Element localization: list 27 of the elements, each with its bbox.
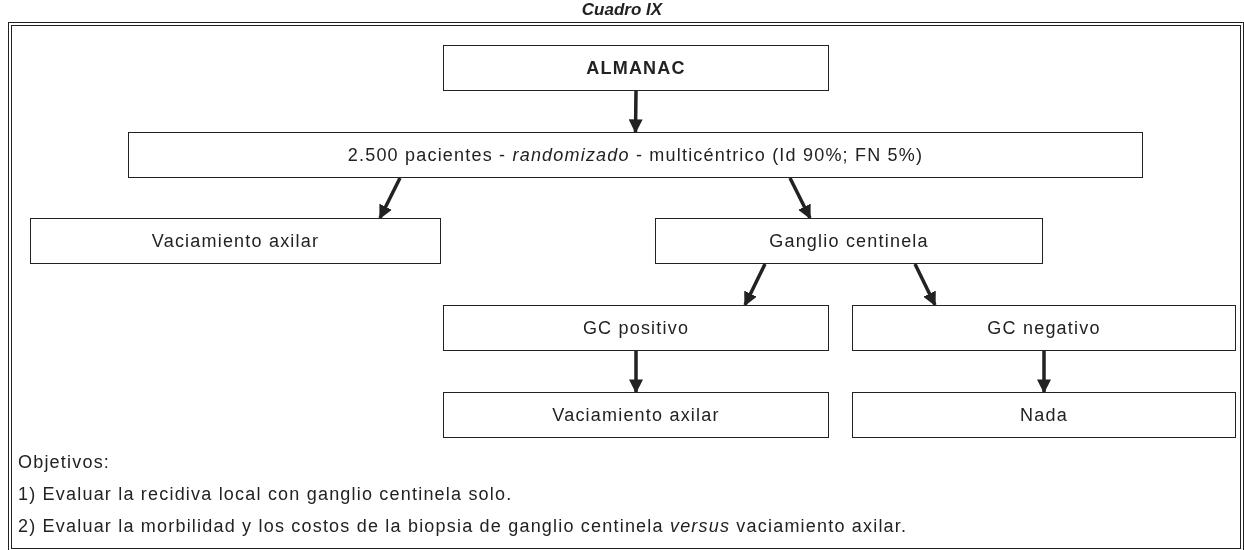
note-text: Objetivos: — [18, 452, 111, 473]
arrow — [743, 263, 767, 307]
process-box — [443, 392, 829, 438]
arrow — [378, 177, 402, 220]
box-text: Nada — [1020, 404, 1068, 426]
arrow — [1037, 351, 1051, 394]
process-box — [655, 218, 1043, 264]
process-box — [30, 218, 441, 264]
arrow — [628, 90, 643, 134]
diagram-title: Cuadro IX — [580, 0, 664, 20]
note-text: 1) Evaluar la recidiva local con ganglio centinela solo. — [18, 484, 513, 505]
process-box — [443, 45, 829, 91]
arrow — [629, 351, 643, 394]
process-box — [128, 132, 1143, 178]
box-text: Ganglio centinela — [769, 230, 929, 252]
process-box — [852, 305, 1236, 351]
box-text: ALMANAC — [586, 57, 686, 79]
process-box — [852, 392, 1236, 438]
box-text: GC negativo — [987, 317, 1101, 339]
process-box — [443, 305, 829, 351]
box-text: Vaciamiento axilar — [552, 404, 720, 426]
box-text: GC positivo — [582, 317, 690, 339]
arrow — [913, 263, 937, 307]
box-text: Vaciamiento axilar — [151, 230, 320, 252]
arrow — [788, 177, 812, 220]
note-text: 2) Evaluar la morbilidad y los costos de la biopsia de ganglio centinela versus vaciamiento axilar. — [18, 516, 908, 537]
box-text: 2.500 pacientes - randomizado - multicéntrico (Id 90%; FN 5%) — [347, 144, 924, 166]
